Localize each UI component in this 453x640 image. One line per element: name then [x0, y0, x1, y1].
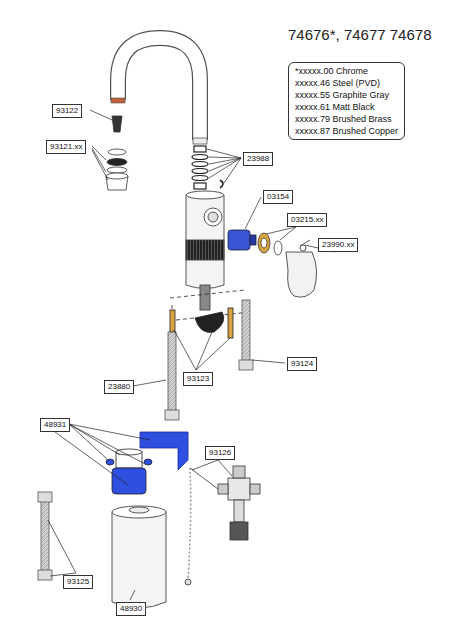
callout-number: 23988 — [243, 152, 273, 166]
finish-table: *xxxxx.00 Chromexxxxx.46 Steel (PVD)xxxx… — [288, 62, 405, 140]
finish-code: xxxxx.46 Steel (PVD) — [295, 77, 398, 89]
callout-number: 93121.xx — [46, 140, 86, 154]
callout-number: 03215.xx — [287, 213, 327, 227]
callout-number: 93126 — [205, 446, 235, 460]
part-number: 93122 — [56, 106, 78, 116]
part-number: 93125 — [67, 577, 89, 587]
part-number: 23988 — [247, 154, 269, 164]
callout-number: 23880 — [104, 380, 134, 394]
finish-code: xxxxx.87 Brushed Copper — [295, 125, 398, 137]
part-number: 03154 — [267, 192, 289, 202]
callout-number: 23990.xx — [318, 238, 358, 252]
bonnet-nut — [258, 233, 282, 255]
part-number: 93121.xx — [50, 142, 82, 152]
part-number: 23880 — [108, 382, 130, 392]
callout-number: 93122 — [52, 104, 82, 118]
callout-number: 48931 — [40, 418, 70, 432]
leader-lines — [48, 110, 335, 600]
model-title: 74676*, 74677 74678 — [288, 26, 438, 44]
valve — [185, 466, 260, 585]
filter-bracket — [140, 432, 188, 470]
part-number: 23990.xx — [322, 240, 354, 250]
faucet-body — [186, 191, 224, 310]
finish-code: xxxxx.79 Brushed Brass — [295, 113, 398, 125]
finish-code: *xxxxx.00 Chrome — [295, 65, 398, 77]
aerator-parts — [106, 116, 128, 190]
part-number: 03215.xx — [291, 215, 323, 225]
clip — [170, 308, 233, 338]
part-number: 48930 — [120, 604, 142, 614]
part-number: 93124 — [291, 359, 313, 369]
finish-code: xxxxx.61 Matt Black — [295, 101, 398, 113]
callout-number: 48930 — [116, 602, 146, 616]
callout-number: 03154 — [263, 190, 293, 204]
part-number: 48931 — [44, 420, 66, 430]
finish-code: xxxxx.55 Graphite Gray — [295, 89, 398, 101]
callout-number: 93123 — [183, 372, 213, 386]
cartridge — [228, 230, 256, 250]
callout-number: 93125 — [63, 575, 93, 589]
part-number: 93123 — [187, 374, 209, 384]
spout — [111, 38, 207, 144]
lever-handle — [286, 240, 317, 297]
callout-number: 93124 — [287, 357, 317, 371]
filter-cartridge — [112, 506, 166, 608]
part-number: 93126 — [209, 448, 231, 458]
